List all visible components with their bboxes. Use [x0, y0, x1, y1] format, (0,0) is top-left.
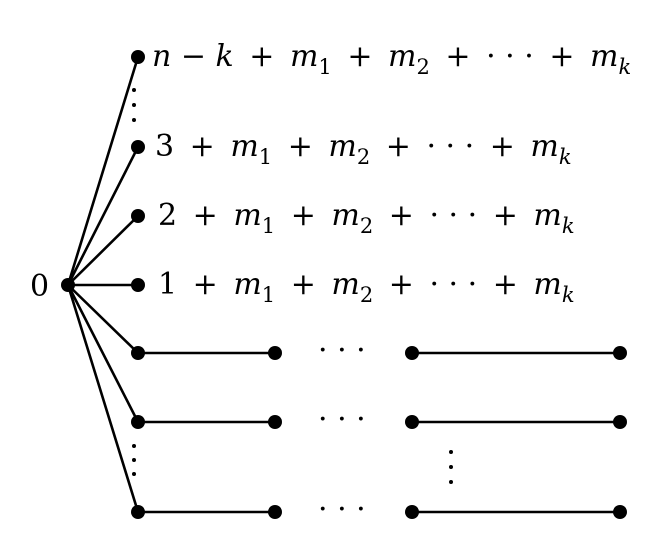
chain2-node-b	[268, 415, 282, 429]
chain3-node-c	[405, 505, 419, 519]
chain3-node-a	[131, 505, 145, 519]
chain1-ellipsis: · · ·	[318, 333, 366, 368]
chain1-node-a	[131, 346, 145, 360]
edge-root-to-chain3	[66, 283, 140, 514]
root-edges	[66, 55, 140, 514]
root-node	[61, 278, 75, 292]
edge-root-to-top	[66, 55, 140, 287]
label-row2: 2 + m1 + m2 + · · · + mk	[158, 198, 575, 241]
edge-root-to-row2	[66, 214, 140, 287]
vertical-ellipsis-lower-right	[449, 450, 453, 484]
label-top: n − k + m1 + m2 + · · · + mk	[152, 39, 631, 82]
label-row1: 1 + m1 + m2 + · · · + mk	[158, 267, 575, 310]
chain3-ellipsis: · · ·	[318, 492, 366, 527]
label-row3: 3 + m1 + m2 + · · · + mk	[155, 129, 572, 172]
chain1-node-b	[268, 346, 282, 360]
edge-root-to-chain2	[66, 283, 140, 424]
leaf-node-top	[131, 50, 145, 64]
chain2-node-a	[131, 415, 145, 429]
label-row2-prefix: 2	[158, 198, 177, 233]
leaf-node-row2	[131, 209, 145, 223]
chain3-node-b	[268, 505, 282, 519]
edge-root-to-chain1	[66, 283, 140, 355]
chain-edges	[136, 351, 622, 514]
leaf-node-row3	[131, 140, 145, 154]
chain2-node-d	[613, 415, 627, 429]
label-top-prefix: n − k	[152, 39, 234, 74]
nodes	[61, 50, 627, 519]
label-row3-prefix: 3	[155, 129, 174, 164]
edge-root-to-row3	[66, 145, 140, 287]
vertical-ellipsis-lower-left	[132, 444, 136, 476]
chain1-node-d	[613, 346, 627, 360]
label-row1-prefix: 1	[158, 267, 177, 302]
chain1-node-c	[405, 346, 419, 360]
chain2-ellipsis: · · ·	[318, 402, 366, 437]
leaf-node-row1	[131, 278, 145, 292]
vertical-ellipsis-upper	[132, 88, 136, 122]
chain3-node-d	[613, 505, 627, 519]
root-label: 0	[30, 269, 49, 304]
chain2-node-c	[405, 415, 419, 429]
